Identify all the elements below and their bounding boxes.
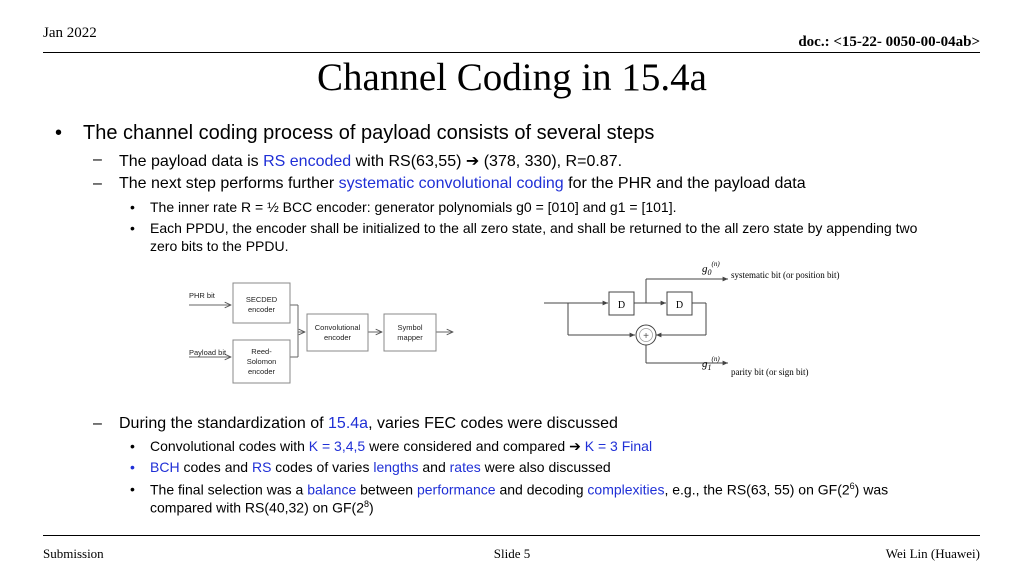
header-divider — [43, 52, 980, 53]
delay-register-1 — [608, 291, 635, 316]
g0-label: g0(n) — [702, 260, 720, 277]
bullet-main: The channel coding process of payload co… — [83, 122, 655, 144]
parity-bit-label: parity bit (or sign bit) — [731, 367, 809, 377]
g1-label: g1(n) — [702, 355, 720, 372]
modulo-2-adder — [635, 324, 657, 346]
delay-register-2 — [666, 291, 693, 316]
footer-slide-number: Slide 5 — [493, 546, 531, 561]
rs-encoder-box — [232, 339, 291, 384]
bullet-ppdu-init-cont: zero bits to the PPDU. — [150, 238, 289, 254]
arrow-right-icon: ➔ — [465, 153, 480, 170]
secded-encoder-box — [232, 282, 291, 324]
dash-icon: – — [93, 175, 102, 192]
bullet-rs-encoding: The payload data is RS encoded with RS(6… — [119, 153, 623, 170]
bullet-dot-icon: • — [130, 199, 135, 215]
secded-label: SECDED — [246, 295, 278, 304]
bullet-convolutional-coding: The next step performs further systemati… — [119, 175, 806, 192]
adder-plus: + — [643, 331, 649, 342]
convolutional-encoder-box — [306, 313, 369, 352]
bullet-dot-icon: • — [130, 459, 135, 475]
bullet-final-selection-cont: compared with RS(40,32) on GF(28) — [150, 499, 374, 516]
rs-label-2: Solomon — [247, 357, 277, 366]
conv-label-2: encoder — [324, 333, 352, 342]
bullet-dot-icon: • — [55, 122, 63, 144]
conv-label: Convolutional — [315, 323, 361, 332]
symbol-mapper-box — [383, 313, 437, 352]
dash-icon: – — [93, 151, 102, 168]
d2-label: D — [676, 300, 683, 311]
bullet-inner-rate: The inner rate R = ½ BCC encoder: genera… — [150, 199, 677, 215]
bullet-bch-rs: BCH codes and RS codes of varies lengths… — [150, 459, 611, 475]
payload-bit-label: Payload bit — [189, 348, 227, 357]
convolutional-encoder-diagram: D D + g0(n) g1(n) systematic bit (or pos… — [544, 260, 840, 377]
footer-author: Wei Lin (Huawei) — [885, 546, 980, 561]
secded-label-2: encoder — [248, 305, 276, 314]
d1-label: D — [618, 300, 625, 311]
footer-submission: Submission — [43, 546, 104, 561]
bullet-ppdu-init: Each PPDU, the encoder shall be initiali… — [150, 220, 918, 236]
bullet-dot-icon: • — [130, 220, 135, 236]
phr-bit-label: PHR bit — [189, 291, 216, 300]
header-date: Jan 2022 — [43, 25, 97, 41]
systematic-bit-label: systematic bit (or position bit) — [731, 270, 840, 280]
rs-label-3: encoder — [248, 367, 276, 376]
bullet-conv-codes: Convolutional codes with K = 3,4,5 were … — [150, 438, 653, 454]
rs-label: Reed- — [251, 347, 272, 356]
channel-coding-block-diagram: PHR bit Payload bit SECDED encoder Reed-… — [189, 282, 468, 384]
footer-divider — [43, 535, 980, 536]
dash-icon: – — [93, 415, 102, 432]
symbol-label: Symbol — [397, 323, 422, 332]
bullet-dot-icon: • — [130, 481, 135, 497]
bullet-dot-icon: • — [130, 438, 135, 454]
symbol-label-2: mapper — [397, 333, 423, 342]
bullet-final-selection: The final selection was a balance betwee… — [150, 481, 889, 498]
arrow-right-icon: ➔ — [569, 438, 581, 454]
slide-title: Channel Coding in 15.4a — [317, 56, 707, 99]
header-doc-id: doc.: <15-22- 0050-00-04ab> — [798, 34, 980, 50]
bullet-standardization: During the standardization of 15.4a, var… — [119, 415, 618, 432]
